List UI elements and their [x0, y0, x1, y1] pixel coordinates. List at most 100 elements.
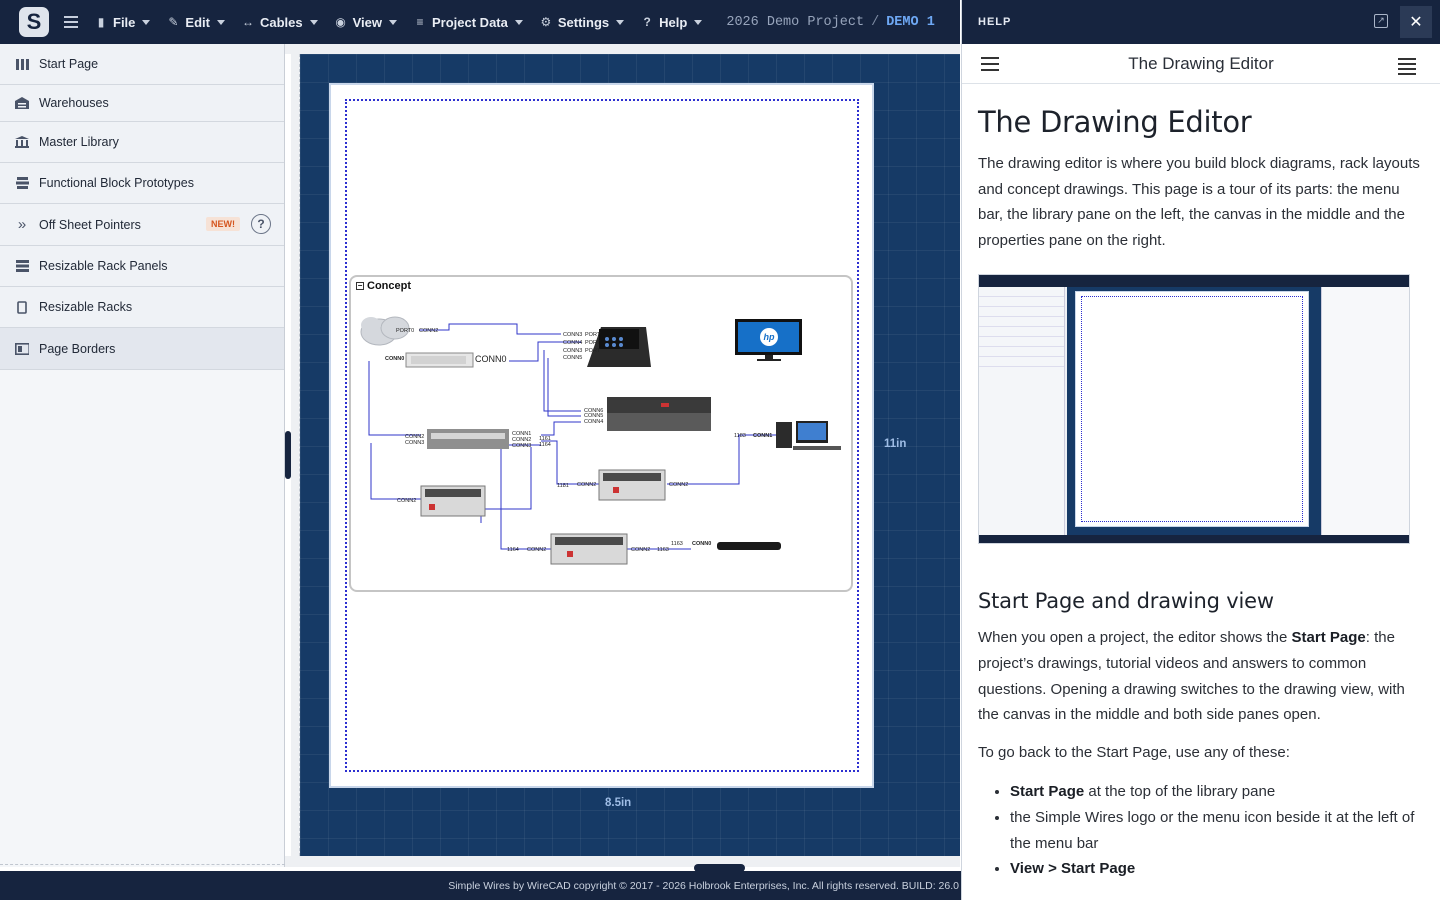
canvas-ruler-top	[285, 44, 960, 54]
sidebar-item-resizable-racks[interactable]: Resizable Racks	[0, 287, 284, 328]
page-border-icon	[15, 342, 29, 355]
help-content: The Drawing Editor The drawing editor is…	[962, 105, 1440, 882]
double-chevron-icon: »	[17, 216, 27, 233]
breadcrumb-separator: /	[871, 14, 880, 30]
sidebar-item-start-page[interactable]: Start Page	[0, 44, 284, 85]
connector-label: CONN2	[512, 437, 531, 443]
collapse-toggle-icon[interactable]: −	[356, 281, 364, 290]
sidebar-item-off-sheet-pointers[interactable]: » Off Sheet Pointers NEW! ?	[0, 204, 284, 246]
list-item: the Simple Wires logo or the menu icon b…	[1010, 805, 1424, 856]
library-collapse-handle[interactable]	[285, 431, 291, 479]
menu-cables-label: Cables	[259, 14, 303, 30]
wire	[370, 443, 421, 500]
app-logo[interactable]: S	[19, 7, 49, 37]
main-menu-icon[interactable]	[64, 16, 78, 28]
page-width-label: 8.5in	[605, 797, 632, 809]
sidebar-item-master-library[interactable]: Master Library	[0, 122, 284, 163]
help-text: When you open a project, the editor show…	[978, 629, 1292, 647]
sidebar-item-functional-block-prototypes[interactable]: Functional Block Prototypes	[0, 163, 284, 204]
wire	[667, 434, 776, 485]
wire	[547, 358, 581, 417]
menu-view-label: View	[352, 14, 382, 30]
columns-icon	[15, 58, 29, 70]
connector-label: CONN5	[563, 355, 582, 361]
sidebar-item-resizable-rack-panels[interactable]: Resizable Rack Panels	[0, 246, 284, 287]
table-of-contents-icon[interactable]	[1398, 58, 1416, 75]
footer: Simple Wires by WireCAD copyright © 2017…	[0, 871, 961, 900]
menu-project-data-label: Project Data	[432, 14, 508, 30]
list-item: Start Page at the top of the library pan…	[1010, 779, 1424, 805]
sidebar-item-label: Warehouses	[39, 96, 109, 110]
connector-label: 1183	[734, 433, 746, 439]
chevron-down-icon	[216, 19, 225, 25]
concept-group[interactable]: − Concept	[349, 275, 853, 592]
menubar: S ▮ File ✎ Edit ↔ Cables ◉ View ≡ Projec…	[0, 0, 960, 44]
page-border[interactable]	[345, 99, 859, 772]
wire	[419, 323, 561, 335]
popout-icon[interactable]: ↗	[1374, 14, 1388, 28]
connector-label: PORT	[585, 348, 601, 354]
wire	[541, 421, 581, 436]
sidebar-item-page-borders[interactable]: Page Borders	[0, 328, 284, 370]
help-circle-icon[interactable]: ?	[251, 214, 271, 234]
close-icon[interactable]: ✕	[1400, 6, 1432, 38]
help-text: at the top of the library pane	[1084, 783, 1276, 801]
menu-file[interactable]: ▮ File	[94, 15, 151, 30]
gear-icon: ⚙	[540, 15, 552, 29]
menu-edit[interactable]: ✎ Edit	[166, 15, 225, 30]
connector-label: 1164	[539, 442, 551, 448]
wire	[500, 444, 551, 550]
chevron-down-icon	[514, 19, 523, 25]
menu-project-data[interactable]: ≡ Project Data	[413, 15, 523, 30]
group-header[interactable]: − Concept	[356, 280, 411, 292]
menu-settings[interactable]: ⚙ Settings	[539, 15, 625, 30]
help-bold-text: View > Start Page	[1010, 860, 1136, 878]
connector-label: CONN2	[631, 547, 650, 553]
connector-labels: PORT0 CONN2 CONN0 CONN0 CONN3 CONN4 CONN…	[385, 328, 772, 553]
wire	[543, 350, 581, 412]
help-nav-menu-icon[interactable]	[981, 57, 999, 71]
properties-collapse-handle[interactable]	[694, 864, 745, 872]
cloud-device	[360, 316, 410, 346]
question-icon: ?	[643, 15, 651, 29]
bank-icon	[15, 136, 29, 148]
cables-arrows-icon: ↔	[241, 15, 254, 29]
connector-label: CONN0	[475, 354, 507, 364]
project-name[interactable]: 2026 Demo Project	[726, 14, 865, 30]
help-heading: The Drawing Editor	[978, 105, 1252, 139]
new-badge: NEW!	[206, 217, 240, 231]
sidebar-item-label: Off Sheet Pointers	[39, 217, 141, 232]
connector-label: CONN3	[563, 348, 582, 354]
connector-label: CONN4	[563, 340, 582, 346]
eye-icon: ◉	[335, 15, 346, 29]
sidebar-item-label: Functional Block Prototypes	[39, 176, 194, 190]
connector-label: 1161	[539, 436, 551, 442]
block-diagram: hp	[360, 316, 841, 565]
connector-label: CONN1	[753, 433, 772, 439]
menu-cables[interactable]: ↔ Cables	[241, 15, 318, 30]
chevron-down-icon	[142, 19, 151, 25]
wire	[480, 447, 532, 523]
connector-label: CONN0	[692, 541, 711, 547]
project-breadcrumb: 2026 Demo Project / DEMO 1	[726, 15, 934, 30]
menu-help[interactable]: ? Help	[640, 15, 703, 30]
help-section-heading: Start Page and drawing view	[978, 589, 1274, 614]
menu-edit-label: Edit	[185, 14, 210, 30]
chevron-down-icon	[389, 19, 397, 25]
connector-label: PORT	[585, 332, 601, 338]
connector-label: 1181	[557, 483, 569, 489]
help-bold-text: Start Page	[1010, 783, 1085, 801]
sidebar-item-warehouses[interactable]: Warehouses	[0, 85, 284, 122]
connector-label: CONN0	[385, 356, 404, 362]
wire	[368, 361, 421, 436]
connector-label: 1164	[507, 547, 519, 553]
connector-label: CONN1	[512, 431, 531, 437]
connector-label: CONN6	[584, 408, 603, 414]
drawing-code[interactable]: DEMO 1	[886, 14, 935, 30]
chevron-down-icon	[309, 19, 318, 25]
help-title: HELP	[978, 16, 1012, 28]
menu-view[interactable]: ◉ View	[334, 15, 397, 30]
edit-icon: ✎	[168, 15, 179, 29]
wires	[368, 323, 776, 550]
connector-label: CONN3	[512, 443, 531, 449]
